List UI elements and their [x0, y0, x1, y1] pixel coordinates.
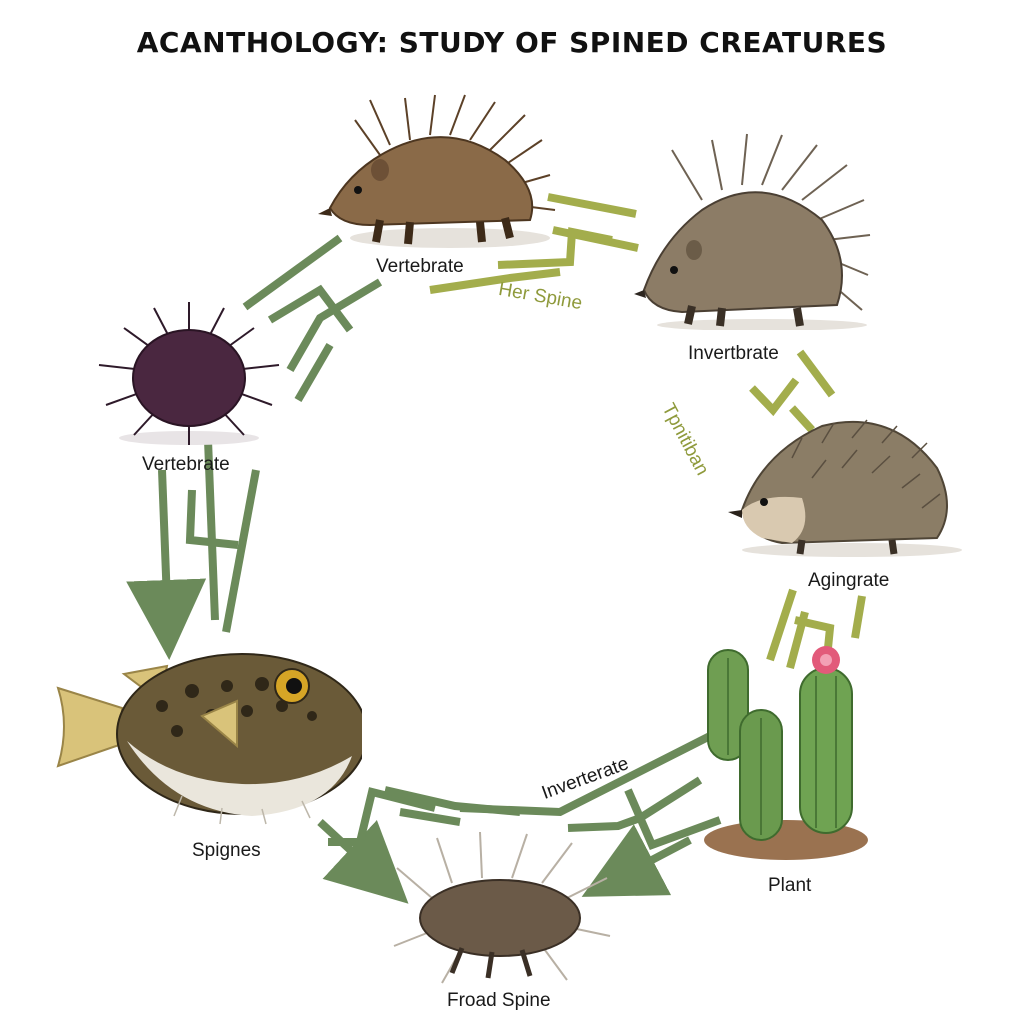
hedgehog-icon	[728, 419, 962, 557]
node-label-sea-urchin: Vertebrate	[142, 454, 230, 475]
node-label-echidna: Vertebrate	[376, 256, 464, 277]
connector-urchin-pufferfish	[126, 439, 260, 660]
cactus-icon	[704, 646, 868, 860]
node-label-hedgehog: Agingrate	[808, 570, 890, 591]
connector-porcupine-hedgehog	[749, 349, 836, 433]
pufferfish-icon	[56, 653, 362, 825]
echidna-icon	[318, 94, 556, 248]
spiny-creature-icon	[393, 831, 611, 984]
node-label-cactus: Plant	[768, 875, 812, 896]
node-label-spiny-creature: Froad Spine	[447, 990, 551, 1011]
diagram-title: ACANTHOLOGY: STUDY OF SPINED CREATURES	[136, 26, 888, 59]
porcupine-icon	[634, 133, 871, 330]
connector-urchin-echidna	[242, 234, 383, 403]
sea-urchin-icon	[98, 302, 280, 445]
connector-echidna-porcupine	[429, 193, 639, 294]
node-label-porcupine: Invertbrate	[688, 343, 779, 364]
connector-cactus-creature	[459, 732, 722, 897]
node-label-pufferfish: Spignes	[192, 840, 261, 861]
